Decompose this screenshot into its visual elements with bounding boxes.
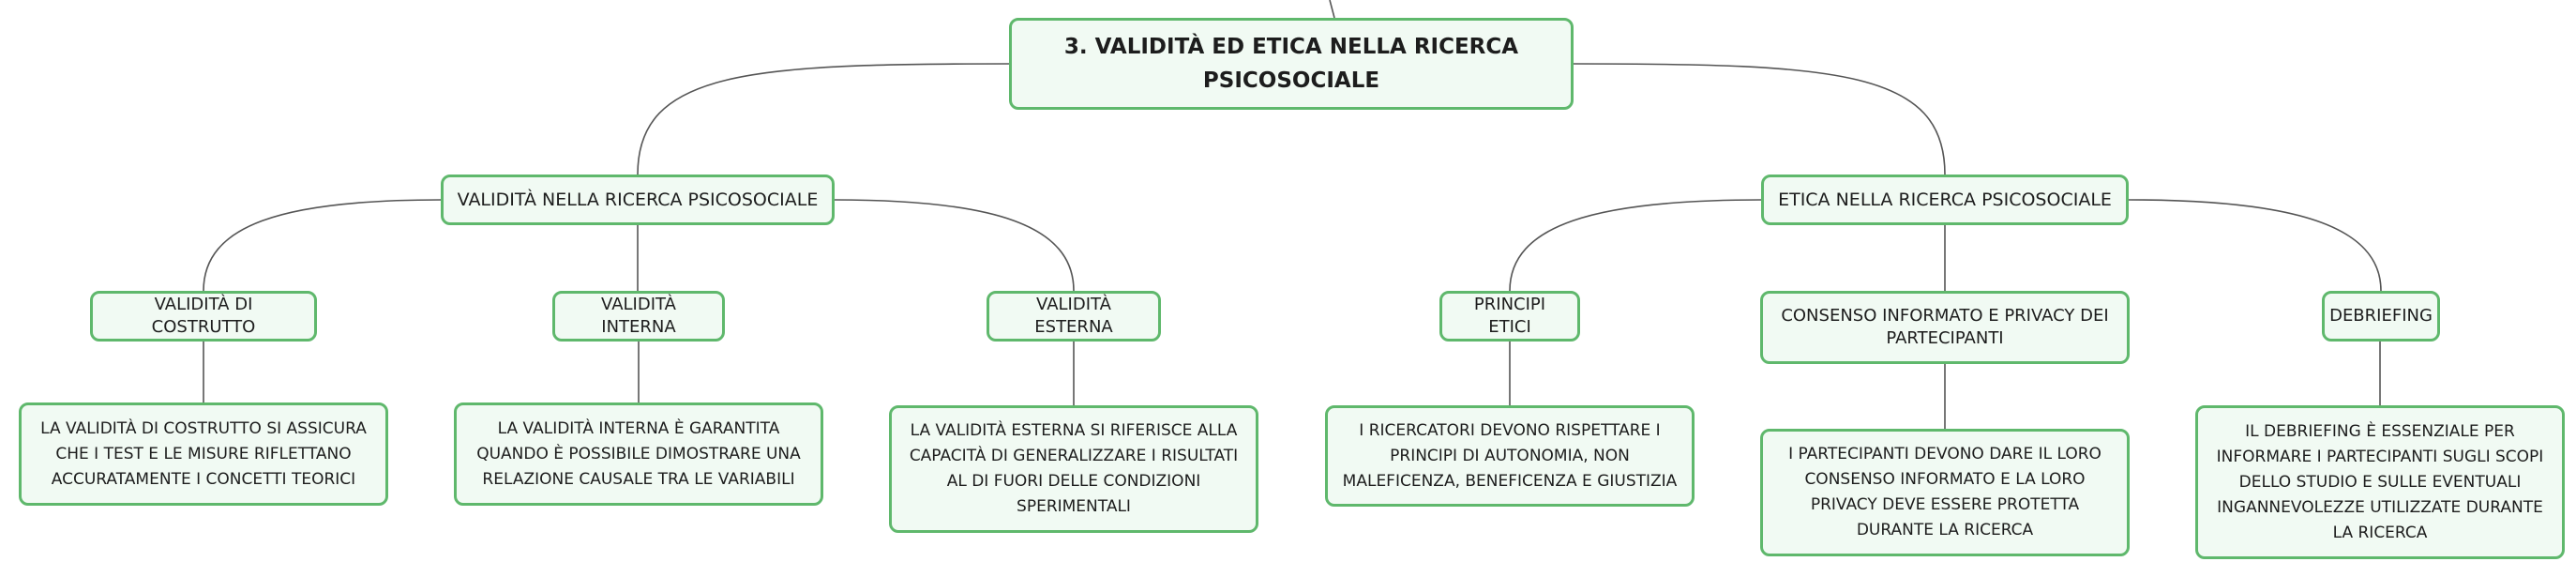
detail-node-text: LA VALIDITÀ INTERNA È GARANTITA QUANDO È… [476, 418, 801, 489]
topic-node-consenso-informato[interactable]: CONSENSO INFORMATO E PRIVACY DEI PARTECI… [1760, 291, 2130, 364]
topic-node-validita-esterna[interactable]: VALIDITÀ ESTERNA [987, 291, 1161, 342]
detail-node-debriefing[interactable]: IL DEBRIEFING È ESSENZIALE PER INFORMARE… [2195, 405, 2565, 559]
topic-node-label: CONSENSO INFORMATO E PRIVACY DEI PARTECI… [1781, 306, 2109, 348]
branch-node-validita-label: VALIDITÀ NELLA RICERCA PSICOSOCIALE [457, 190, 819, 210]
detail-node-validita-di-costrutto[interactable]: LA VALIDITÀ DI COSTRUTTO SI ASSICURA CHE… [19, 402, 388, 506]
topic-node-label: VALIDITÀ ESTERNA [1034, 295, 1113, 337]
root-node[interactable]: 3. VALIDITÀ ED ETICA NELLA RICERCA PSICO… [1009, 18, 1574, 110]
topic-node-validita-di-costrutto[interactable]: VALIDITÀ DI COSTRUTTO [90, 291, 317, 342]
topic-node-validita-interna[interactable]: VALIDITÀ INTERNA [552, 291, 725, 342]
branch-node-etica[interactable]: ETICA NELLA RICERCA PSICOSOCIALE [1761, 175, 2129, 225]
connector-etica-to-principi [1509, 199, 1762, 292]
detail-node-text: LA VALIDITÀ DI COSTRUTTO SI ASSICURA CHE… [40, 418, 367, 489]
detail-node-validita-esterna[interactable]: LA VALIDITÀ ESTERNA SI RIFERISCE ALLA CA… [889, 405, 1258, 533]
topic-node-label: VALIDITÀ DI COSTRUTTO [151, 295, 256, 337]
connector-validita-to-esterna [834, 199, 1075, 292]
topic-node-debriefing[interactable]: DEBRIEFING [2322, 291, 2440, 342]
connector-root-to-validita [637, 63, 1010, 175]
connector-top-stub [1329, 0, 1335, 19]
detail-node-principi-etici[interactable]: I RICERCATORI DEVONO RISPETTARE I PRINCI… [1325, 405, 1695, 507]
connector-validita-to-costrutto [203, 199, 442, 292]
detail-node-text: IL DEBRIEFING È ESSENZIALE PER INFORMARE… [2216, 421, 2544, 542]
detail-node-text: LA VALIDITÀ ESTERNA SI RIFERISCE ALLA CA… [909, 421, 1239, 516]
detail-node-text: I RICERCATORI DEVONO RISPETTARE I PRINCI… [1342, 420, 1678, 491]
branch-node-etica-label: ETICA NELLA RICERCA PSICOSOCIALE [1778, 190, 2112, 210]
detail-node-consenso-informato[interactable]: I PARTECIPANTI DEVONO DARE IL LORO CONSE… [1760, 429, 2130, 556]
topic-node-label: VALIDITÀ INTERNA [601, 295, 676, 337]
topic-node-label: PRINCIPI ETICI [1473, 295, 1546, 337]
connector-root-to-etica [1573, 63, 1946, 175]
branch-node-validita[interactable]: VALIDITÀ NELLA RICERCA PSICOSOCIALE [441, 175, 835, 225]
topic-node-principi-etici[interactable]: PRINCIPI ETICI [1439, 291, 1580, 342]
detail-node-validita-interna[interactable]: LA VALIDITÀ INTERNA È GARANTITA QUANDO È… [454, 402, 823, 506]
connector-etica-to-debriefing [2128, 199, 2382, 292]
root-node-label: 3. VALIDITÀ ED ETICA NELLA RICERCA PSICO… [1063, 35, 1519, 93]
detail-node-text: I PARTECIPANTI DEVONO DARE IL LORO CONSE… [1788, 445, 2101, 539]
topic-node-label: DEBRIEFING [2329, 306, 2433, 326]
